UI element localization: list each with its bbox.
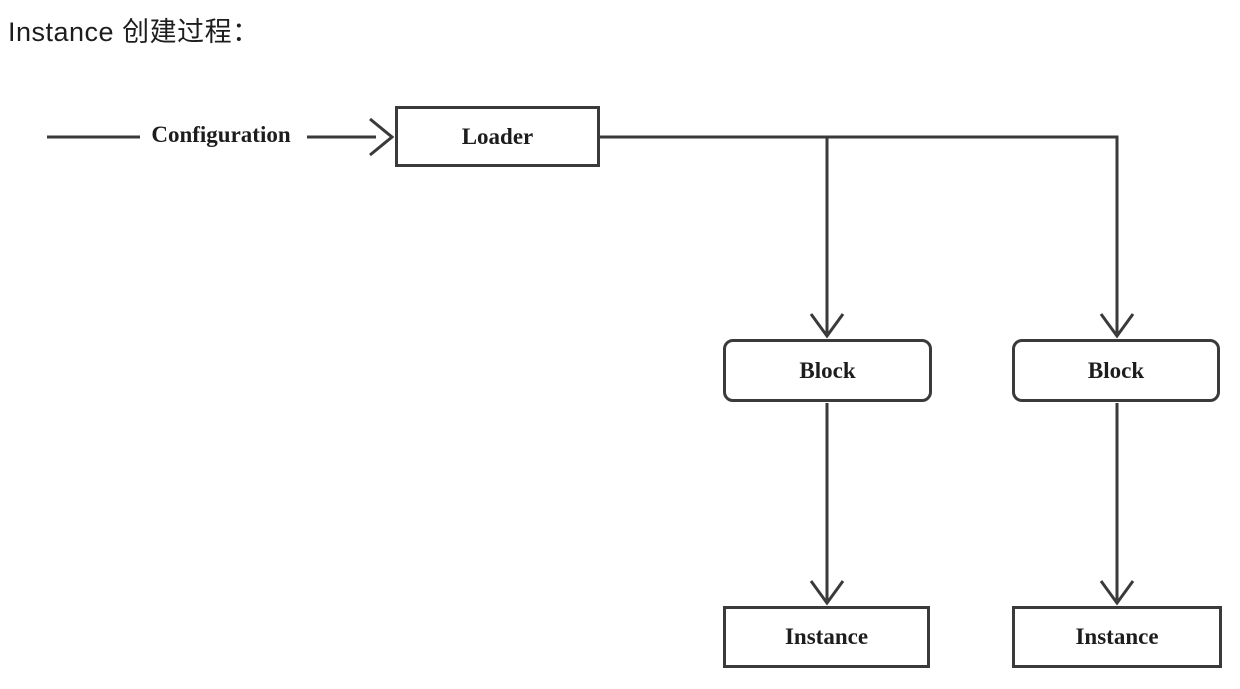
node-instance-2: Instance <box>1012 606 1222 668</box>
page-title: Instance 创建过程： <box>8 17 260 47</box>
node-loader: Loader <box>395 106 600 167</box>
connector-group <box>47 117 1135 606</box>
node-instance-1-label: Instance <box>784 624 869 649</box>
arrowhead-into-block-1 <box>809 313 845 339</box>
edge-loader-block-2 <box>600 135 1119 333</box>
node-instance-1: Instance <box>723 606 930 668</box>
node-instance-2-label: Instance <box>1075 624 1159 649</box>
arrowhead-into-block-2 <box>1099 313 1135 339</box>
arrowhead-into-instance-1 <box>809 580 845 606</box>
arrowhead-into-loader <box>369 117 395 157</box>
node-block-1-label: Block <box>799 357 856 383</box>
node-loader-label: Loader <box>461 123 534 149</box>
node-block-2: Block <box>1012 339 1220 402</box>
edge-label-configuration: Configuration <box>141 122 301 148</box>
node-block-1: Block <box>723 339 932 402</box>
node-block-2-label: Block <box>1087 357 1145 383</box>
arrowhead-into-instance-2 <box>1099 580 1135 606</box>
